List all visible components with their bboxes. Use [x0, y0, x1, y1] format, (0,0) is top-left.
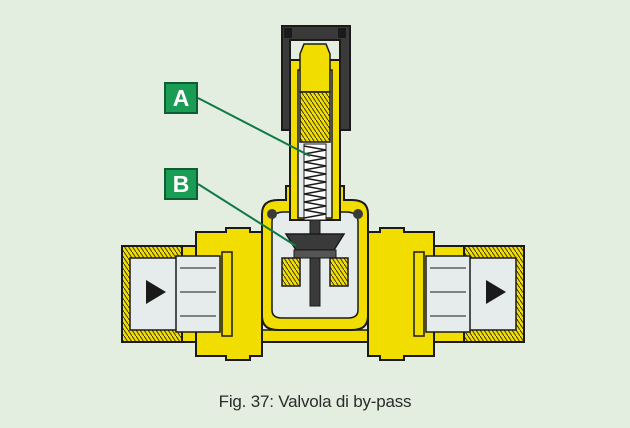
leader-line-a	[197, 97, 311, 157]
flow-arrow-left-icon	[146, 280, 166, 304]
valve-stem	[309, 219, 321, 307]
leader-line-b	[197, 183, 297, 247]
figure-caption: Fig. 37: Valvola di by-pass	[218, 392, 412, 411]
adjustment-screw	[299, 43, 331, 143]
union-nut-left	[175, 227, 263, 361]
callout-label-a: A	[164, 82, 198, 114]
union-nut-right	[367, 227, 471, 361]
adjustment-knob	[281, 25, 351, 131]
callout-label-b: B	[164, 168, 198, 200]
valve-disc	[284, 233, 346, 259]
valve-seat	[281, 257, 349, 287]
flow-arrow-right-icon	[486, 280, 506, 304]
